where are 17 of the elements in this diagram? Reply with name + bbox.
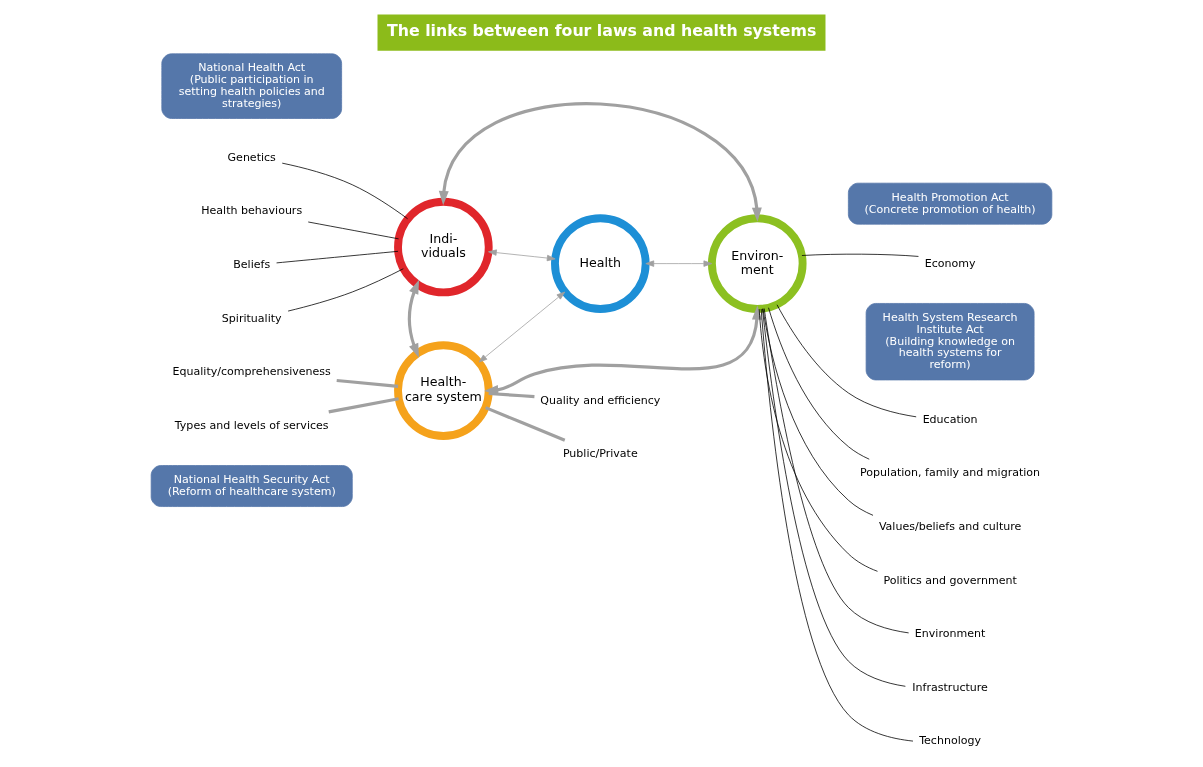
node-text: Technology <box>919 734 981 748</box>
node-text: Economy <box>924 256 976 270</box>
node-text: Environment <box>914 627 986 641</box>
node-text: Public/Private <box>562 447 638 461</box>
node-text: Population, family and migration <box>860 466 1041 480</box>
node-text: Infrastructure <box>912 680 988 694</box>
node-text: Beliefs <box>233 258 271 272</box>
node-text: Values/beliefs and culture <box>878 519 1022 533</box>
node-text: Spirituality <box>221 311 282 325</box>
diagram-title: The links between four laws and health systems <box>386 20 817 40</box>
node-text: Types and levels of services <box>174 419 329 433</box>
node-text: Genetics <box>227 150 276 164</box>
node-text: Health behaviours <box>201 204 303 218</box>
node-text: Politics and government <box>883 573 1017 587</box>
node-text: Equality/comprehensiveness <box>172 365 331 379</box>
node-text: Quality and efficiency <box>540 393 661 407</box>
node-text: Education <box>922 412 978 426</box>
